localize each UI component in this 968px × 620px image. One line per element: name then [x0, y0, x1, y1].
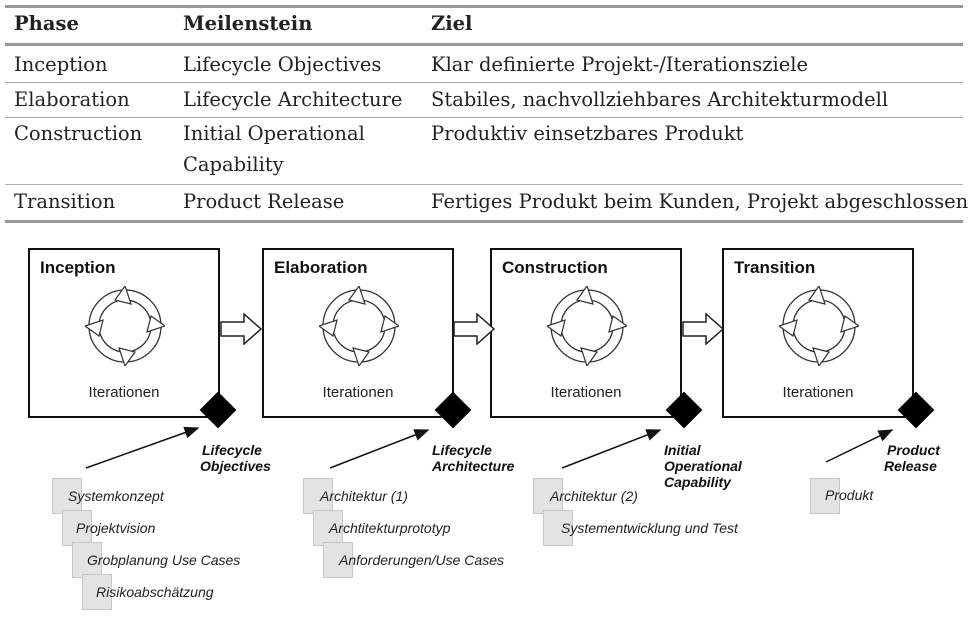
row1-milestone: Lifecycle Objectives: [183, 53, 382, 76]
artifact-label: Produkt: [825, 487, 874, 503]
row-divider: [5, 184, 963, 185]
milestone-label-inception: Lifecycle Objectives: [200, 442, 271, 474]
row1-goal: Klar definierte Projekt-/Iterationsziele: [431, 53, 809, 76]
table-top-rule: [5, 5, 963, 8]
row4-milestone: Product Release: [183, 190, 345, 213]
row-divider: [5, 82, 963, 83]
row1-phase: Inception: [14, 53, 108, 76]
document-icon: [810, 478, 840, 514]
row2-phase: Elaboration: [14, 88, 130, 111]
milestone-line: Operational: [664, 458, 742, 474]
milestone-line: Lifecycle: [202, 442, 262, 458]
document-icon: [82, 574, 112, 610]
artifact-label: Anforderungen/Use Cases: [339, 552, 504, 568]
milestone-line: Capability: [664, 474, 731, 490]
artifact-label: Architektur (1): [320, 488, 408, 504]
pointer-arrow-elaboration: [329, 429, 430, 469]
document-icon: [323, 542, 353, 578]
phase-box-elaboration: Elaboration Iterationen: [262, 248, 454, 418]
row3-phase: Construction: [14, 122, 143, 145]
iterations-label: Iterationen: [782, 384, 854, 401]
pointer-arrow-construction: [561, 429, 662, 469]
milestone-line: Lifecycle: [432, 442, 492, 458]
iteration-cycle-icon: [779, 286, 859, 366]
phase-box-inception: Inception Iterationen: [28, 248, 220, 418]
phase-title: Transition: [734, 258, 816, 277]
milestone-label-transition: Product Release: [884, 442, 940, 474]
header-phase: Phase: [14, 12, 79, 35]
phase-title: Inception: [40, 258, 116, 277]
phase-box-construction: Construction Iterationen: [490, 248, 682, 418]
row3-milestone-line1: Initial Operational: [183, 122, 365, 145]
flow-arrow-icon: [220, 313, 262, 345]
phase-title: Elaboration: [274, 258, 368, 277]
header-rule: [5, 43, 963, 46]
artifact-label: Grobplanung Use Cases: [87, 552, 241, 568]
row4-goal: Fertiges Produkt beim Kunden, Projekt ab…: [431, 190, 968, 213]
header-milestone: Meilenstein: [183, 12, 313, 35]
flow-arrow-icon: [682, 313, 724, 345]
artifact-label: Systemkonzept: [68, 488, 164, 504]
milestone-line: Objectives: [200, 458, 271, 474]
milestone-line: Release: [884, 458, 937, 474]
iteration-cycle-icon: [547, 286, 627, 366]
row2-milestone: Lifecycle Architecture: [183, 88, 403, 111]
milestone-line: Architecture: [432, 458, 515, 474]
row3-milestone-line2: Capability: [183, 153, 284, 176]
document-icon: [303, 478, 333, 514]
milestone-label-elaboration: Lifecycle Architecture: [432, 442, 514, 474]
table-bottom-rule: [5, 220, 963, 223]
header-goal: Ziel: [431, 12, 473, 35]
pointer-arrow-inception: [85, 426, 200, 469]
document-icon: [543, 510, 573, 546]
iteration-cycle-icon: [85, 286, 165, 366]
milestone-label-construction: Initial Operational Capability: [664, 442, 742, 490]
document-icon: [533, 478, 563, 514]
milestone-line: Product: [887, 442, 940, 458]
row4-phase: Transition: [14, 190, 116, 213]
iteration-cycle-icon: [319, 286, 399, 366]
phase-box-transition: Transition Iterationen: [722, 248, 914, 418]
milestone-line: Initial: [664, 442, 701, 458]
row-divider: [5, 117, 963, 118]
iterations-label: Iterationen: [322, 384, 394, 401]
row2-goal: Stabiles, nachvollziehbares Architekturm…: [431, 88, 889, 111]
artifact-label: Systementwicklung und Test: [561, 520, 738, 536]
pointer-arrow-transition: [825, 429, 894, 463]
artifact-label: Architektur (2): [550, 488, 638, 504]
iterations-label: Iterationen: [88, 384, 160, 401]
artifact-label: Projektvision: [76, 520, 156, 536]
artifact-label: Archtitekturprototyp: [329, 520, 451, 536]
phase-title: Construction: [502, 258, 608, 277]
flow-arrow-icon: [453, 313, 495, 345]
iterations-label: Iterationen: [550, 384, 622, 401]
artifact-label: Risikoabschätzung: [96, 584, 214, 600]
row3-goal: Produktiv einsetzbares Produkt: [431, 122, 744, 145]
